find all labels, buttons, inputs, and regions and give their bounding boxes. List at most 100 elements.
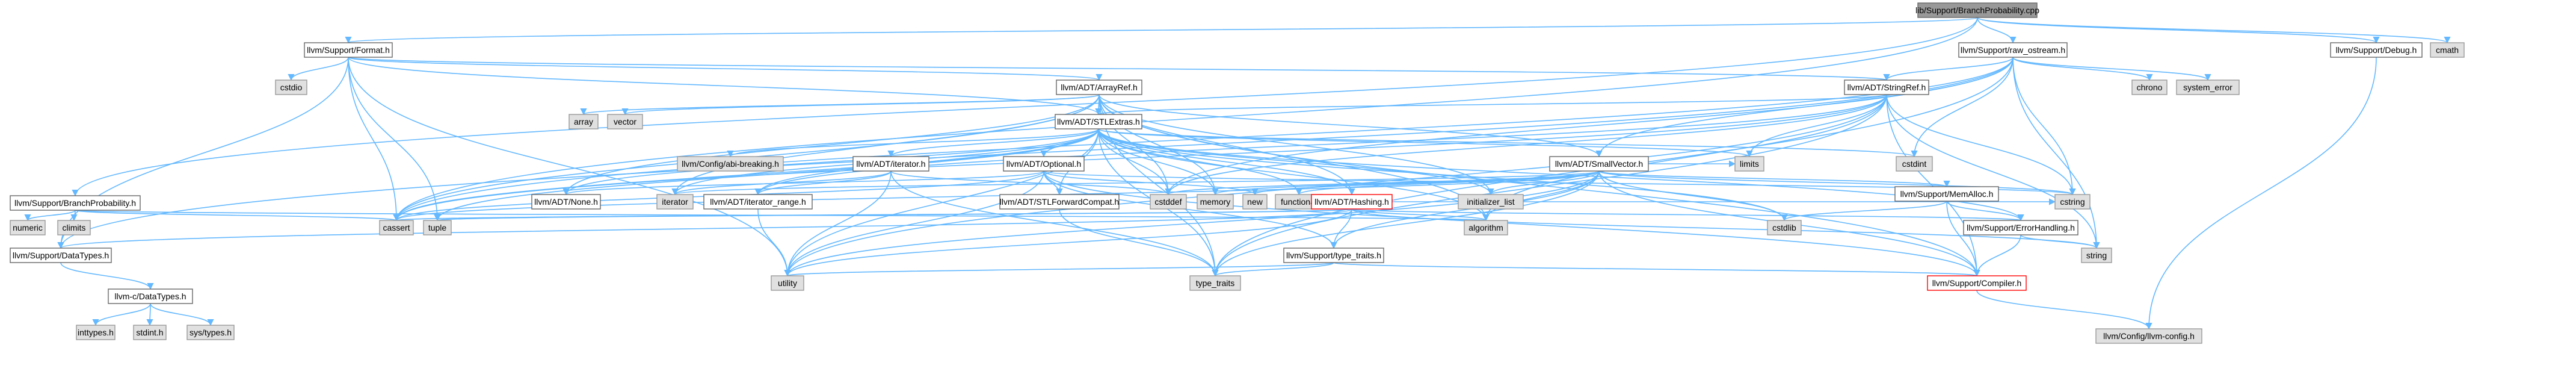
edge-root-to-debug: [1977, 17, 2380, 44]
node-smallvector[interactable]: llvm/ADT/SmallVector.h: [1549, 156, 1649, 172]
node-label: llvm/ADT/Optional.h: [1006, 159, 1081, 169]
node-stlextras[interactable]: llvm/ADT/STLExtras.h: [1055, 114, 1142, 129]
node-box: [1150, 194, 1187, 210]
node-typetraits_support[interactable]: llvm/Support/type_traits.h: [1283, 248, 1384, 263]
node-bp_h[interactable]: llvm/Support/BranchProbability.h: [10, 195, 141, 211]
edge-stlextras-to-memory: [1098, 128, 1219, 196]
node-label: climits: [63, 223, 86, 232]
node-errorhandling[interactable]: llvm/Support/ErrorHandling.h: [1963, 220, 2078, 235]
edge-raw_ostream-to-stringref: [1883, 57, 2014, 81]
edge-stlextras-to-limits: [1098, 128, 1753, 158]
edge-stlextras-to-cstdlib: [1098, 128, 1788, 222]
node-tuple: tuple: [423, 220, 452, 235]
node-raw_ostream[interactable]: llvm/Support/raw_ostream.h: [1958, 42, 2068, 58]
node-label: llvm/Support/Format.h: [307, 45, 390, 55]
edge-raw_ostream-to-datatypes_support: [57, 57, 2014, 249]
node-label: llvm/ADT/STLExtras.h: [1057, 117, 1140, 126]
node-label: llvm-c/DataTypes.h: [114, 291, 186, 301]
node-box: [999, 194, 1120, 210]
edge-hashing-to-typetraits_support: [1330, 208, 1352, 249]
node-stlforward[interactable]: llvm/ADT/STLForwardCompat.h: [999, 194, 1120, 210]
node-adt_iterator[interactable]: llvm/ADT/iterator.h: [852, 156, 929, 172]
node-box: [1056, 79, 1142, 95]
node-numeric: numeric: [10, 220, 46, 235]
edge-root-to-cassert: [393, 17, 1978, 222]
node-string: string: [2081, 248, 2112, 263]
edge-optional-to-compiler: [1043, 170, 1980, 277]
edge-smallvector-to-cstdlib: [1598, 170, 1788, 222]
edge-stlextras-to-abi_breaking: [727, 128, 1099, 158]
node-none[interactable]: llvm/ADT/None.h: [531, 194, 601, 210]
node-compiler[interactable]: llvm/Support/Compiler.h: [1927, 275, 2027, 291]
node-type_traits: type_traits: [1189, 275, 1241, 291]
node-datatypes_c[interactable]: llvm-c/DataTypes.h: [108, 288, 193, 304]
node-box: [1896, 156, 1933, 172]
node-label: llvm/ADT/iterator.h: [856, 159, 925, 169]
node-stringref[interactable]: llvm/ADT/StringRef.h: [1844, 79, 1929, 95]
edge-stringref-to-limits: [1746, 94, 1887, 158]
edge-stringref-to-iterator_range: [754, 94, 1887, 196]
node-label: cstdlib: [1772, 223, 1796, 232]
node-box: [852, 156, 929, 172]
node-label: lib/Support/BranchProbability.cpp: [1915, 5, 2039, 15]
edge-optional-to-new: [1043, 170, 1259, 196]
edge-optional-to-typetraits_support: [1043, 170, 1337, 249]
edge-stlextras-to-tuple: [434, 128, 1099, 222]
node-cstring: cstring: [2054, 194, 2091, 210]
node-label: sys/types.h: [190, 328, 232, 337]
node-datatypes_support[interactable]: llvm/Support/DataTypes.h: [10, 248, 112, 263]
node-box: [1311, 194, 1393, 210]
node-arrayref[interactable]: llvm/ADT/ArrayRef.h: [1056, 79, 1142, 95]
edge-optional-to-none: [562, 170, 1044, 196]
edge-smallvector-to-typetraits_support: [1330, 170, 1600, 249]
edge-root-to-bp_h: [72, 17, 1978, 197]
edge-optional-to-utility: [784, 170, 1044, 277]
node-root[interactable]: lib/Support/BranchProbability.cpp: [1915, 2, 2039, 18]
node-debug[interactable]: llvm/Support/Debug.h: [2330, 42, 2423, 58]
node-label: cstring: [2060, 197, 2085, 207]
node-memalloc[interactable]: llvm/Support/MemAlloc.h: [1894, 186, 1999, 202]
node-box: [10, 220, 46, 235]
node-label: llvm/Support/MemAlloc.h: [1900, 189, 1994, 199]
node-label: stdint.h: [136, 328, 163, 337]
node-iterator_range[interactable]: llvm/ADT/iterator_range.h: [703, 194, 813, 210]
edge-hashing-to-algorithm: [1351, 208, 1490, 222]
node-box: [677, 156, 784, 172]
edge-stringref-to-cstring: [1886, 94, 2076, 196]
node-optional[interactable]: llvm/ADT/Optional.h: [1003, 156, 1085, 172]
node-box: [656, 194, 694, 210]
node-label: cassert: [383, 223, 410, 232]
edge-smallvector-to-new: [1251, 170, 1600, 196]
node-label: memory: [1200, 197, 1231, 207]
node-label: new: [1247, 197, 1263, 207]
edge-adt_iterator-to-type_traits: [890, 170, 1219, 277]
node-box: [76, 325, 116, 340]
edge-smallvector-to-utility: [784, 170, 1600, 277]
edge-memalloc-to-cstdlib: [1781, 201, 1947, 222]
node-chrono: chrono: [2131, 79, 2168, 95]
node-box: [2081, 248, 2112, 263]
node-label: initializer_list: [1467, 197, 1514, 207]
node-label: llvm/Config/llvm-config.h: [2103, 331, 2195, 341]
node-box: [2131, 79, 2168, 95]
node-box: [304, 42, 393, 58]
node-label: inttypes.h: [78, 328, 114, 337]
node-hashing[interactable]: llvm/ADT/Hashing.h: [1311, 194, 1393, 210]
edge-smallvector-to-cstring: [1598, 170, 2076, 196]
edge-datatypes_c-to-systypes: [150, 303, 214, 326]
node-label: llvm/Support/Compiler.h: [1932, 278, 2022, 288]
node-box: [1242, 194, 1268, 210]
edge-compiler-to-llvm_config: [1976, 290, 2152, 330]
node-box: [1464, 220, 1508, 235]
node-box: [569, 114, 599, 129]
node-box: [1844, 79, 1929, 95]
node-box: [1189, 275, 1241, 291]
node-box: [1197, 194, 1234, 210]
node-label: llvm/Config/abi-breaking.h: [682, 159, 779, 169]
node-box: [379, 220, 414, 235]
node-box: [2095, 328, 2202, 344]
edge-raw_ostream-to-cstring: [2012, 57, 2076, 196]
node-label: llvm/ADT/StringRef.h: [1847, 83, 1926, 92]
node-format[interactable]: llvm/Support/Format.h: [304, 42, 393, 58]
edge-smallvector-to-memalloc: [1598, 170, 1950, 188]
